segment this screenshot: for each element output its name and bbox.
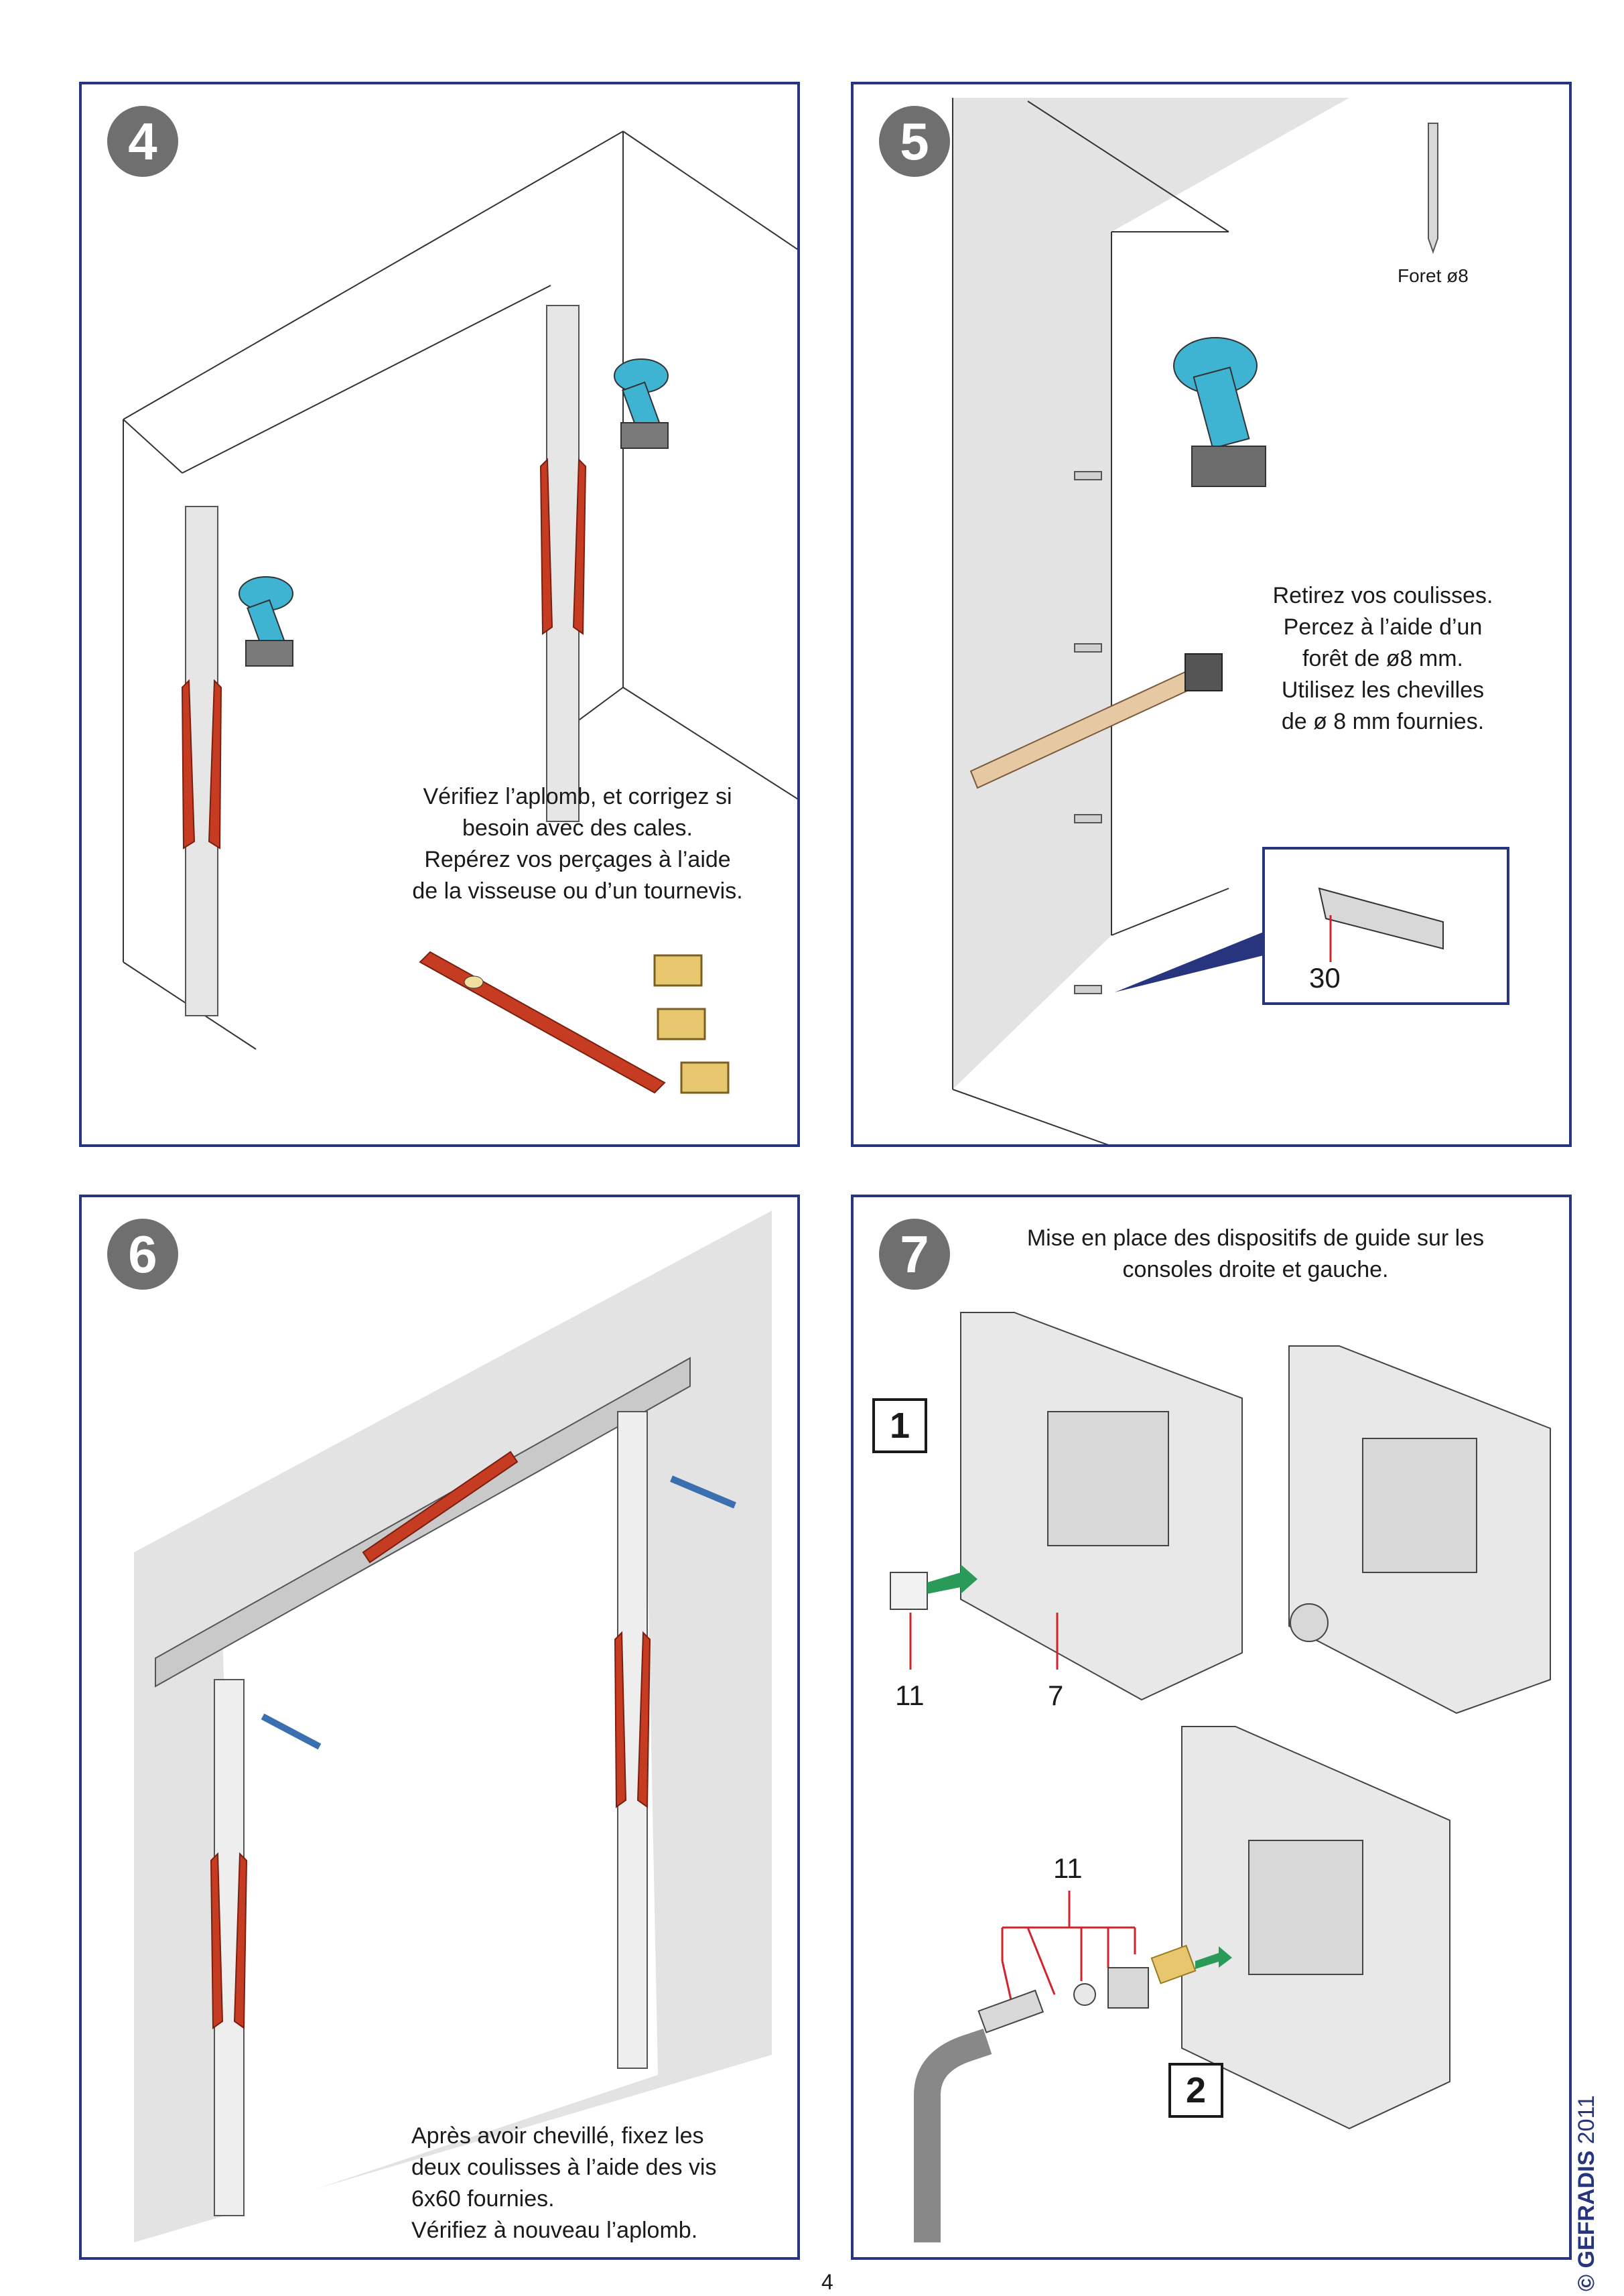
step-6-line-1: Après avoir chevillé, fixez les: [411, 2123, 704, 2149]
console-top-left: [960, 1312, 1243, 1701]
step-5-line-4: Utilisez les chevilles: [1281, 677, 1485, 703]
guide-cap-icon: [890, 1572, 928, 1610]
step-7-illustration: [890, 1312, 1551, 2242]
level-clamp-left: [181, 458, 587, 850]
step-5-line-2: Percez à l’aide d’un: [1283, 614, 1483, 640]
step-7-line-2: consoles droite et gauche.: [1122, 1257, 1389, 1282]
step-6-panel: 6 Après avoir chevillé, fixez les deux c…: [79, 1195, 800, 2260]
box-label-2: 2: [1168, 2063, 1223, 2118]
step-6-line-3: 6x60 fournies.: [411, 2186, 555, 2212]
bolt-assembly-icon: [914, 1944, 1232, 2242]
console-bottom: [1181, 1726, 1450, 2130]
page-number: 4: [821, 2270, 833, 2294]
brand-year: 2011: [1574, 2095, 1599, 2145]
step-4-line-2: besoin avec des cales.: [462, 815, 693, 841]
step-5-line-3: forêt de ø8 mm.: [1302, 646, 1463, 671]
drill-icon: [239, 358, 669, 667]
part-11-label: 11: [895, 1680, 925, 1711]
brand-name: GEFRADIS: [1574, 2150, 1599, 2269]
part-7-label: 7: [1048, 1680, 1064, 1711]
copyright-symbol: ©: [1574, 2274, 1599, 2291]
step-7-badge: 7: [879, 1219, 950, 1290]
step-6-line-4: Vérifiez à nouveau l’aplomb.: [411, 2218, 698, 2243]
step-6-instructions: Après avoir chevillé, fixez les deux cou…: [411, 2120, 787, 2246]
step-5-badge: 5: [879, 106, 950, 177]
step-5-illustration: [952, 98, 1509, 1144]
console-top-right: [1288, 1345, 1551, 1714]
drill-bit-icon: [1428, 123, 1438, 255]
step-5-line-5: de ø 8 mm fournies.: [1281, 709, 1485, 734]
part-30-label: 30: [1309, 962, 1341, 994]
step-4-panel: 4 Vérifiez l’aplomb, et corrigez si beso…: [79, 82, 800, 1147]
step-5-instructions: Retirez vos coulisses. Percez à l’aide d…: [1215, 580, 1550, 738]
step-6-line-2: deux coulisses à l’aide des vis: [411, 2155, 717, 2180]
step-5-panel: 5 Foret ø8 Retirez vos coulisses. Percez…: [851, 82, 1572, 1147]
shims-icon: [653, 954, 730, 1094]
box-label-1: 1: [872, 1398, 927, 1453]
drill-bit-label: Foret ø8: [1398, 265, 1469, 286]
step-5-line-1: Retirez vos coulisses.: [1272, 583, 1493, 608]
step-4-line-4: de la visseuse ou d’un tournevis.: [412, 878, 743, 904]
spirit-level-icon: [362, 1450, 519, 1564]
step-6-badge: 6: [107, 1219, 178, 1290]
part-11-label-bottom: 11: [1053, 1852, 1083, 1884]
drill-icon: [1173, 337, 1266, 487]
step-4-badge: 4: [107, 106, 178, 177]
spirit-level-icon: [419, 951, 666, 1094]
step-4-instructions: Vérifiez l’aplomb, et corrigez si besoin…: [397, 781, 758, 907]
brand-footer: © GEFRADIS 2011: [1574, 2095, 1600, 2291]
step-7-line-1: Mise en place des dispositifs de guide s…: [1026, 1225, 1485, 1251]
hammer-icon: [969, 653, 1223, 789]
step-6-illustration: [134, 1211, 772, 2242]
step-4-illustration: [123, 131, 797, 1094]
step-4-line-3: Repérez vos perçages à l’aide: [424, 847, 731, 872]
level-clamp-left: [210, 1631, 651, 2029]
screwdriver-icon: [261, 1475, 736, 1750]
step-7-instructions: Mise en place des dispositifs de guide s…: [988, 1223, 1524, 1286]
wall-plug-icon: [1318, 887, 1444, 962]
step-4-line-1: Vérifiez l’aplomb, et corrigez si: [423, 784, 732, 809]
step-7-panel: 7 Mise en place des dispositifs de guide…: [851, 1195, 1572, 2260]
